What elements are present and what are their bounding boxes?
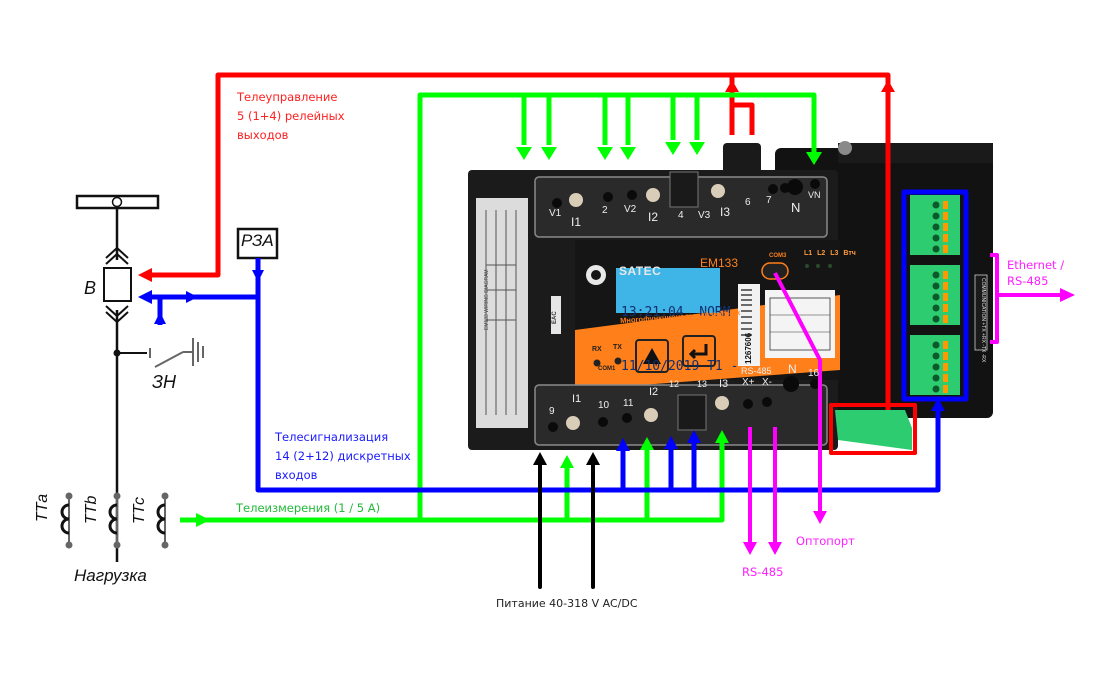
led-label-l2: L2 <box>817 250 826 257</box>
optoport-label: Оптопорт <box>796 534 855 548</box>
terminal-x-minus: X- <box>762 377 772 388</box>
tx-label: TX <box>613 344 622 351</box>
ct-a-label: ТТа <box>34 493 51 522</box>
telesignal-title: Телесигнализация <box>275 430 389 444</box>
terminal-i2-bottom: I2 <box>649 386 659 398</box>
terminal-x-plus: X+ <box>742 377 755 388</box>
rx-label: RX <box>592 346 602 353</box>
terminal-13: 13 <box>697 379 708 389</box>
breaker-label: В <box>84 278 97 298</box>
current-transformers <box>60 492 169 549</box>
eac-label: EAC <box>552 311 558 324</box>
ct-b-label: ТТb <box>83 495 100 524</box>
led-label-energy: Втч <box>843 250 856 257</box>
earth-switch-label: ЗН <box>152 372 177 392</box>
eac-mark <box>551 296 561 334</box>
telecontrol-title: Телеуправление <box>237 90 338 104</box>
telecontrol-lines <box>148 72 917 455</box>
earth-switch-blade <box>154 351 184 368</box>
comm-port-label: COMMUNICATION +TX +RX -TX -RX <box>980 278 986 363</box>
terminal-16: 16 <box>808 368 820 379</box>
lcd-line-2: 11/10/2019 T1 - <box>621 359 739 374</box>
terminal-i2: I2 <box>648 210 659 224</box>
arrow-up-connector <box>881 80 895 92</box>
meter-device <box>468 141 993 450</box>
single-line-schematic <box>60 194 279 562</box>
terminal-n-bottom: N <box>788 362 797 376</box>
terminal-v2: V2 <box>624 204 637 215</box>
comm-terminals <box>910 195 960 395</box>
load-label: Нагрузка <box>74 566 147 585</box>
lcd-line-1: 13:21:04 NORM <box>621 305 731 320</box>
terminal-rs485-label: RS-485 <box>741 366 772 376</box>
brand-logo: SATEC <box>619 264 662 278</box>
terminal-v1: V1 <box>549 208 562 219</box>
antenna-connector <box>838 141 852 155</box>
terminal-i3: I3 <box>720 205 731 219</box>
led-l1 <box>805 264 809 268</box>
telemeasure-label: Телеизмерения (1 / 5 А) <box>236 501 381 515</box>
rs485-label: RS-485 <box>742 565 784 579</box>
model-label: EM133 <box>700 256 739 270</box>
comm-lines <box>748 253 1060 545</box>
terminal-i1-bottom: I1 <box>572 393 582 405</box>
telecontrol-unit: выходов <box>237 128 289 142</box>
wiring-diagram-label <box>476 198 528 428</box>
rx-led <box>593 359 601 367</box>
terminal-v3: V3 <box>698 210 711 221</box>
terminal-n-top: N <box>791 200 801 215</box>
com3-optoport <box>761 262 789 280</box>
terminal-9: 9 <box>549 406 555 417</box>
terminal-vn: VN <box>808 190 821 200</box>
telesignal-label: Телесигнализация 14 (2+12) дискретных вх… <box>275 428 411 485</box>
led-label-l1: L1 <box>804 250 813 257</box>
led-l3 <box>828 264 832 268</box>
lcd-text: 13:21:04 NORM 11/10/2019 T1 - <box>621 268 738 394</box>
power-lines <box>538 463 595 589</box>
telesignal-lines <box>148 189 969 493</box>
telecontrol-count: 5 (1+4) релейных <box>237 109 345 123</box>
telecontrol-label: Телеуправление 5 (1+4) релейных выходов <box>237 88 345 145</box>
side-wiring-label: EM133 WIRING DIAGRAM <box>484 269 490 330</box>
breaker-symbol[interactable] <box>103 267 132 302</box>
telesignal-count: 14 (2+12) дискретных <box>275 449 411 463</box>
comm-terminals-highlight <box>901 189 969 402</box>
ethernet-sub: RS-485 <box>1007 274 1049 288</box>
enter-button[interactable] <box>682 335 716 367</box>
power-label: Питание 40-318 V AC/DC <box>496 597 638 610</box>
led-label-l3: L3 <box>830 250 839 257</box>
terminal-11: 11 <box>623 398 634 409</box>
terminal-i1: I1 <box>571 215 582 229</box>
tx-led <box>614 357 622 365</box>
ct-c-label: ТТс <box>131 496 148 524</box>
arrow-to-breaker <box>138 268 152 282</box>
ethernet-title: Ethernet / <box>1007 258 1065 272</box>
telesignal-unit: входов <box>275 468 318 482</box>
com3-label: COM3 <box>769 253 787 259</box>
com1-label: COM1 <box>598 366 616 372</box>
ethernet-label: Ethernet / RS-485 <box>1007 257 1064 289</box>
relay-connector-highlight <box>829 403 917 455</box>
terminal-10: 10 <box>598 400 610 411</box>
terminal-12: 12 <box>669 379 680 389</box>
arrow-up-relay <box>725 80 739 92</box>
lcd-display <box>616 268 720 313</box>
led-l2 <box>816 264 820 268</box>
terminal-6: 6 <box>745 197 751 208</box>
terminal-7: 7 <box>766 195 772 206</box>
terminal-i3-bottom: I3 <box>719 378 729 390</box>
comm-label-plate <box>974 274 988 351</box>
terminal-4: 4 <box>678 210 684 221</box>
terminal-2: 2 <box>602 205 608 216</box>
relay-protection-label: РЗА <box>241 231 274 250</box>
relay-output-connector <box>835 410 912 450</box>
serial-number: 1267606 <box>744 332 753 364</box>
telemeasure-lines <box>180 92 817 523</box>
led-labels: L1 L2 L3 Втч <box>804 250 856 257</box>
